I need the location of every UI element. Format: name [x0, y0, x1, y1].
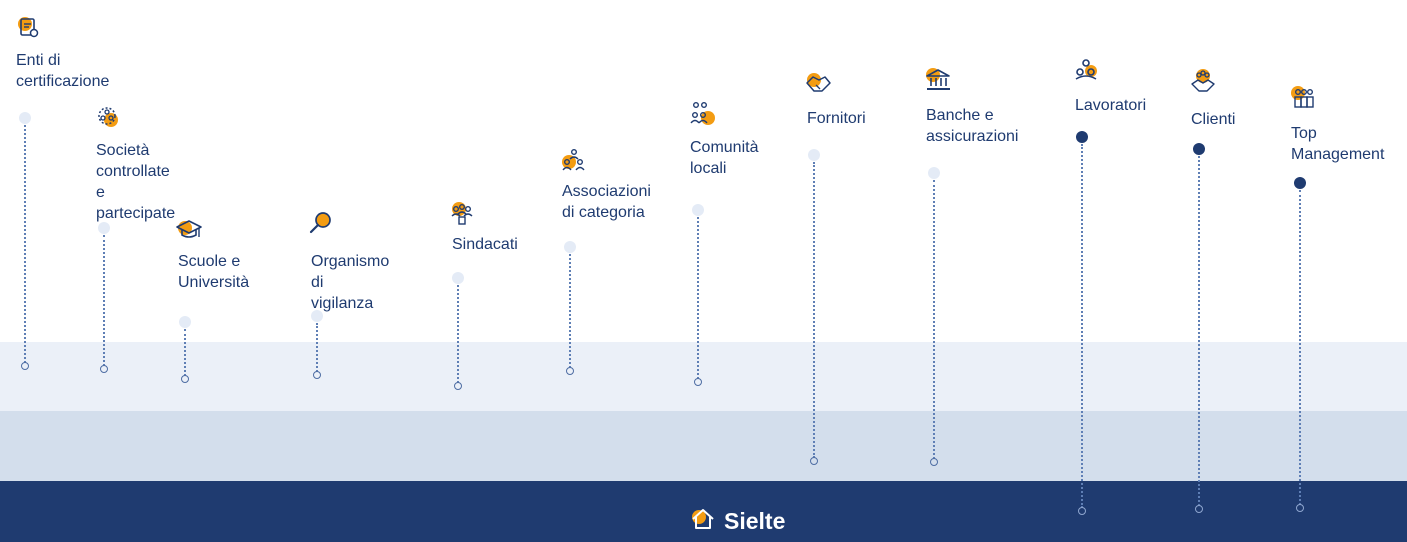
client-handshake-icon	[1189, 68, 1217, 96]
connector-end	[1296, 504, 1304, 512]
stakeholder-label: Top Management	[1291, 125, 1385, 163]
connector-dot	[1294, 177, 1306, 189]
background-band-mid	[0, 411, 1407, 481]
connector-line	[1081, 144, 1083, 508]
handshake-icon	[804, 71, 832, 99]
stakeholder-label: Comunità locali	[690, 139, 759, 177]
connector-line	[1299, 190, 1301, 505]
brand-name: Sielte	[724, 508, 786, 534]
connector-line	[569, 254, 571, 368]
stakeholder-label: Enti di certificazione	[16, 52, 110, 90]
stakeholder-label: Lavoratori	[1075, 97, 1147, 114]
connector-dot	[452, 272, 464, 284]
stakeholder-label: Scuole e Università	[178, 253, 250, 291]
stakeholder-label: Banche e assicurazioni	[926, 107, 1019, 145]
connector-dot	[564, 241, 576, 253]
connector-dot	[692, 204, 704, 216]
connector-end	[1078, 507, 1086, 515]
certificate-icon	[15, 14, 43, 42]
brand: Sielte	[690, 507, 785, 536]
stakeholder-label: Sindacati	[452, 236, 518, 253]
connector-line	[933, 180, 935, 459]
connector-end	[313, 371, 321, 379]
connector-end	[1195, 505, 1203, 513]
connector-dot	[179, 316, 191, 328]
workers-icon	[1072, 57, 1100, 85]
union-icon	[448, 199, 476, 227]
stakeholder-label: Organismo di vigilanza	[311, 253, 390, 312]
magnifier-icon	[307, 209, 335, 237]
connector-dot	[98, 222, 110, 234]
connector-dot	[1193, 143, 1205, 155]
connector-dot	[928, 167, 940, 179]
background-band-light	[0, 342, 1407, 411]
connector-end	[21, 362, 29, 370]
connector-end	[930, 458, 938, 466]
people-group-icon	[560, 146, 588, 174]
connector-end	[566, 367, 574, 375]
connector-dot	[1076, 131, 1088, 143]
stakeholder-label: Società controllate e partecipate	[96, 142, 176, 222]
connector-end	[181, 375, 189, 383]
connector-end	[810, 457, 818, 465]
connector-dot	[311, 310, 323, 322]
connector-line	[103, 235, 105, 366]
connector-line	[316, 323, 318, 372]
graduation-cap-icon	[175, 216, 203, 244]
connector-line	[184, 329, 186, 376]
stakeholder-label: Associazioni di categoria	[562, 183, 651, 221]
connector-dot	[808, 149, 820, 161]
connector-end	[694, 378, 702, 386]
connector-line	[813, 162, 815, 458]
management-icon	[1290, 84, 1318, 112]
stakeholder-label: Fornitori	[807, 110, 866, 127]
bank-icon	[924, 66, 952, 94]
connector-line	[1198, 156, 1200, 506]
connector-line	[457, 285, 459, 383]
house-icon	[690, 507, 716, 536]
connector-line	[24, 125, 26, 363]
stakeholder-label: Clienti	[1191, 111, 1236, 128]
connector-line	[697, 217, 699, 379]
connector-dot	[19, 112, 31, 124]
connector-end	[100, 365, 108, 373]
community-icon	[688, 99, 716, 127]
connector-end	[454, 382, 462, 390]
network-icon	[94, 103, 122, 131]
